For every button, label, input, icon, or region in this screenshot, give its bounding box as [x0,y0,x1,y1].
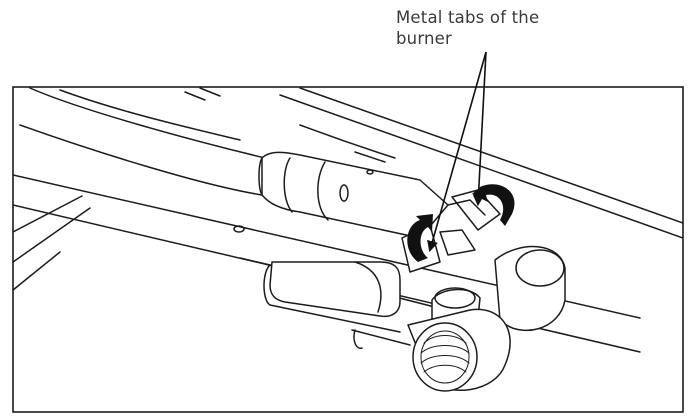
picture-frame [12,86,684,413]
burner-tube [19,87,396,196]
callout-leader-lines [427,51,487,253]
lower-block [269,261,401,318]
pivot-bracket [431,245,566,331]
callout-label: Metal tabs of the burner [396,7,636,49]
callout-line-2: burner [396,29,453,48]
threaded-fitting [407,308,511,392]
burner-coupling [233,151,449,239]
rotate-arrow-icon [407,214,433,262]
callout-line-1: Metal tabs of the [396,8,540,27]
stand-leg [13,195,91,291]
rotate-arrow-icon [472,182,515,226]
